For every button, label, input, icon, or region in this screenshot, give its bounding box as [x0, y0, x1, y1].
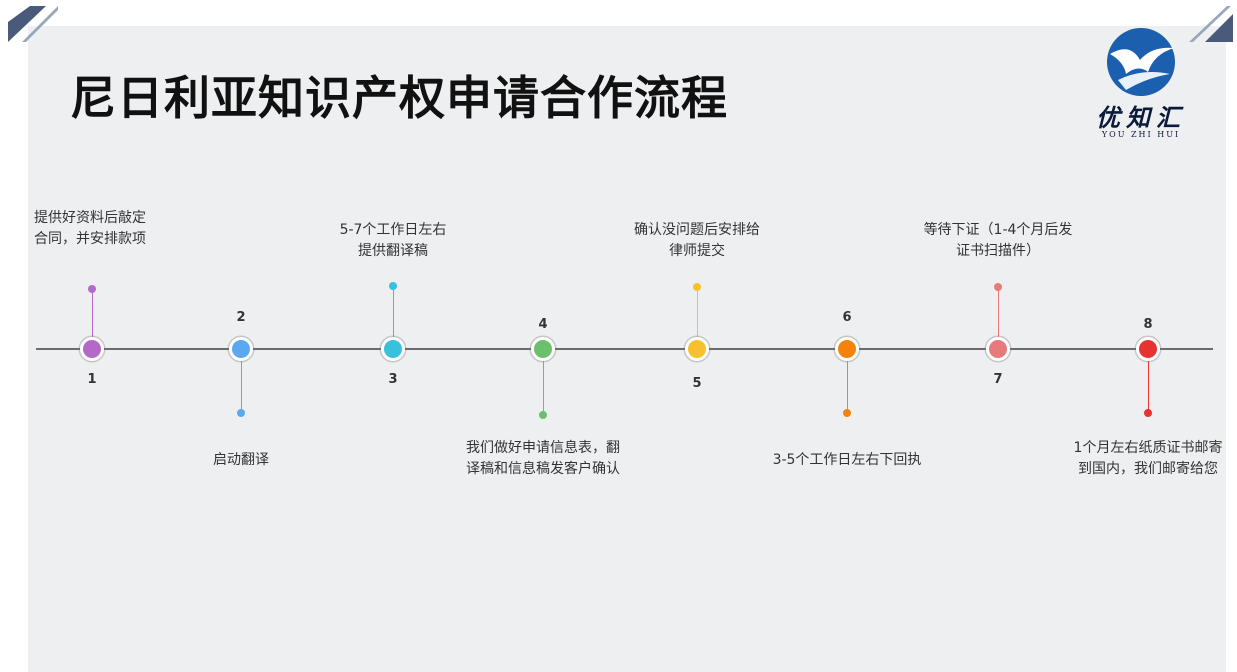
step-end-dot — [237, 409, 245, 417]
step-number: 7 — [993, 372, 1003, 387]
step-end-dot — [389, 282, 397, 290]
step-description: 1个月左右纸质证书邮寄 到国内，我们邮寄给您 — [1073, 440, 1223, 477]
step-end-dot — [843, 409, 851, 417]
logo-name-cn: 优知汇 — [1096, 103, 1186, 132]
corner-decoration-left — [8, 6, 58, 42]
step-node — [986, 337, 1010, 361]
step-end-dot — [88, 285, 96, 293]
step-end-dot — [539, 411, 547, 419]
step-end-dot — [1144, 409, 1152, 417]
step-stem — [392, 286, 394, 349]
step-number: 6 — [842, 310, 852, 325]
step-end-dot — [693, 283, 701, 291]
step-stem — [696, 287, 698, 349]
step-number: 2 — [236, 310, 246, 325]
step-stem — [1147, 349, 1149, 413]
logo-name-en: YOU ZHI HUI — [1101, 130, 1181, 139]
step-number: 8 — [1143, 317, 1153, 332]
step-node — [685, 337, 709, 361]
step-stem — [846, 349, 848, 413]
step-stem — [240, 349, 242, 413]
step-node — [531, 337, 555, 361]
step-description: 我们做好申请信息表，翻 译稿和信息稿发客户确认 — [466, 440, 620, 477]
page-title: 尼日利亚知识产权申请合作流程 — [70, 71, 728, 125]
step-number: 1 — [87, 372, 97, 387]
step-stem — [997, 287, 999, 349]
step-description: 3-5个工作日左右下回执 — [772, 452, 922, 468]
corner-decoration-right — [1189, 6, 1233, 42]
step-description: 等待下证（1-4个月后发 证书扫描件） — [923, 222, 1073, 259]
logo-emblem-icon — [1107, 28, 1175, 96]
step-number: 5 — [692, 376, 702, 391]
timeline-axis — [36, 348, 1213, 350]
step-node — [229, 337, 253, 361]
step-number: 3 — [388, 372, 398, 387]
step-description: 5-7个工作日左右 提供翻译稿 — [339, 222, 447, 259]
step-node — [381, 337, 405, 361]
step-description: 确认没问题后安排给 律师提交 — [634, 222, 760, 259]
step-node — [1136, 337, 1160, 361]
step-stem — [542, 349, 544, 415]
step-node — [835, 337, 859, 361]
step-end-dot — [994, 283, 1002, 291]
step-node — [80, 337, 104, 361]
step-description: 启动翻译 — [213, 452, 269, 468]
step-number: 4 — [538, 317, 548, 332]
logo: 优知汇 YOU ZHI HUI — [1082, 24, 1200, 144]
step-stem — [91, 289, 93, 349]
step-description: 提供好资料后敲定 合同，并安排款项 — [34, 210, 146, 247]
